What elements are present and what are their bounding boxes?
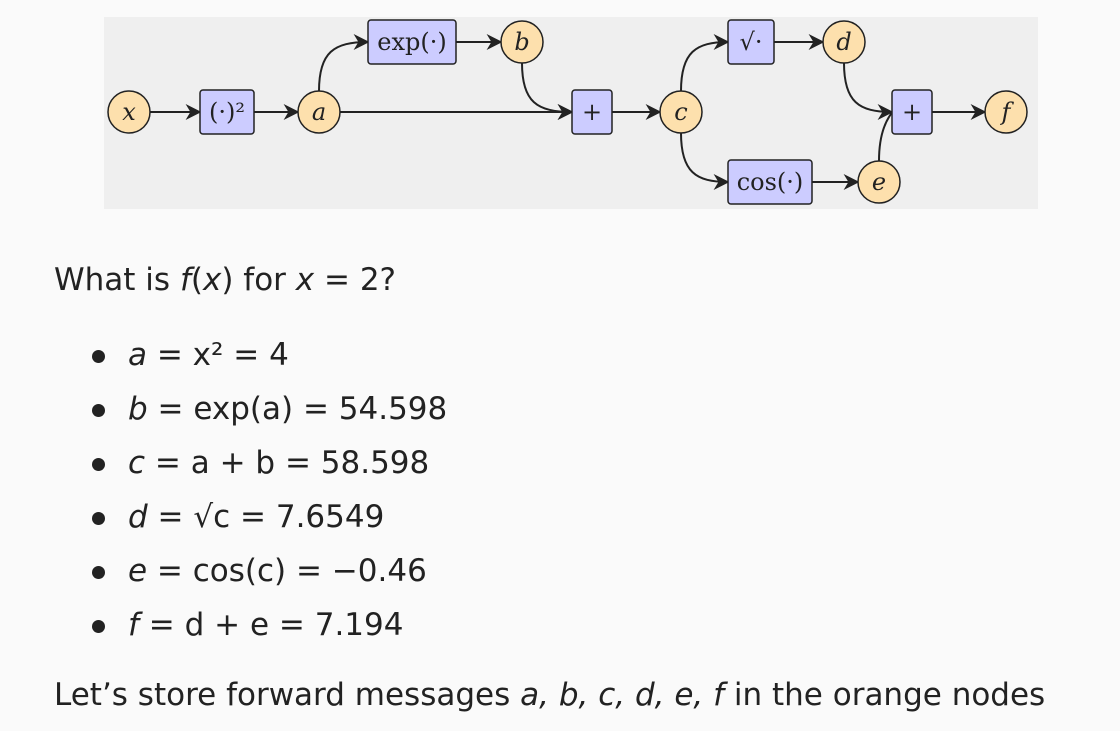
edge-b-plus1 xyxy=(521,62,574,120)
question-f: f xyxy=(179,262,191,298)
step-expr: = a + b = 58.598 xyxy=(145,445,430,481)
forward-messages-note: Let’s store forward messages a, b, c, d,… xyxy=(54,677,1045,713)
node-label-c: c xyxy=(674,98,687,126)
step-expr: = cos(c) = −0.46 xyxy=(147,553,427,589)
var-node-x: x xyxy=(107,90,151,134)
var-node-b: b xyxy=(500,20,544,64)
node-label-sq: (·)² xyxy=(209,98,245,126)
question-paren-x: x xyxy=(202,262,222,298)
var-node-d: d xyxy=(822,20,866,64)
node-label-sqrt: √· xyxy=(740,28,763,56)
op-node-sq: (·)² xyxy=(199,89,255,135)
op-node-cos: cos(·) xyxy=(727,159,813,205)
step-var: d xyxy=(128,499,148,535)
var-node-a: a xyxy=(297,90,341,134)
node-label-a: a xyxy=(312,98,326,126)
node-label-e: e xyxy=(872,168,886,196)
node-label-plus1: + xyxy=(582,98,602,126)
step-a: a = x² = 4 xyxy=(54,336,447,390)
node-label-x: x xyxy=(122,98,136,126)
computation-graph-svg: x (·)² a exp(·) b + c √· d cos(·) e + f xyxy=(107,19,1028,205)
op-node-exp: exp(·) xyxy=(367,19,457,65)
step-var: c xyxy=(128,445,146,481)
step-f: f = d + e = 7.194 xyxy=(54,606,447,660)
var-node-c: c xyxy=(659,90,703,134)
step-expr: = √c = 7.6549 xyxy=(147,499,385,535)
step-var: f xyxy=(128,607,139,643)
edge-c-sqrt xyxy=(680,34,730,92)
question-rest: = 2? xyxy=(314,262,396,298)
var-node-f: f xyxy=(984,90,1028,134)
op-node-plus2: + xyxy=(891,89,933,135)
note-vars: a, b, c, d, e, f xyxy=(520,677,725,713)
edge-a-exp xyxy=(318,34,370,92)
step-var: b xyxy=(128,391,148,427)
node-label-d: d xyxy=(836,28,851,56)
step-d: d = √c = 7.6549 xyxy=(54,498,447,552)
question-prefix: What is xyxy=(54,262,180,298)
edge-c-cos xyxy=(680,132,730,190)
computation-steps: a = x² = 4 b = exp(a) = 54.598 c = a + b… xyxy=(54,336,447,660)
step-expr: = x² = 4 xyxy=(147,337,289,373)
step-e: e = cos(c) = −0.46 xyxy=(54,552,447,606)
edge-d-plus2 xyxy=(843,62,894,120)
step-expr: = d + e = 7.194 xyxy=(138,607,404,643)
step-expr: = exp(a) = 54.598 xyxy=(147,391,448,427)
step-var: a xyxy=(128,337,147,373)
edge-e-plus2 xyxy=(878,104,907,162)
node-label-b: b xyxy=(514,28,529,56)
note-suffix: in the orange nodes xyxy=(724,677,1046,713)
node-label-exp: exp(·) xyxy=(377,28,446,56)
note-prefix: Let’s store forward messages xyxy=(54,677,521,713)
node-label-cos: cos(·) xyxy=(737,168,804,196)
question-text: What is f(x) for x = 2? xyxy=(54,262,396,298)
computation-graph: x (·)² a exp(·) b + c √· d cos(·) e + f xyxy=(104,17,1038,209)
op-node-plus1: + xyxy=(571,89,613,135)
node-label-plus2: + xyxy=(902,98,922,126)
question-x: x xyxy=(295,262,315,298)
op-node-sqrt: √· xyxy=(727,19,775,65)
question-mid: for xyxy=(233,262,296,298)
step-c: c = a + b = 58.598 xyxy=(54,444,447,498)
step-b: b = exp(a) = 54.598 xyxy=(54,390,447,444)
var-node-e: e xyxy=(857,160,901,204)
step-var: e xyxy=(128,553,148,589)
